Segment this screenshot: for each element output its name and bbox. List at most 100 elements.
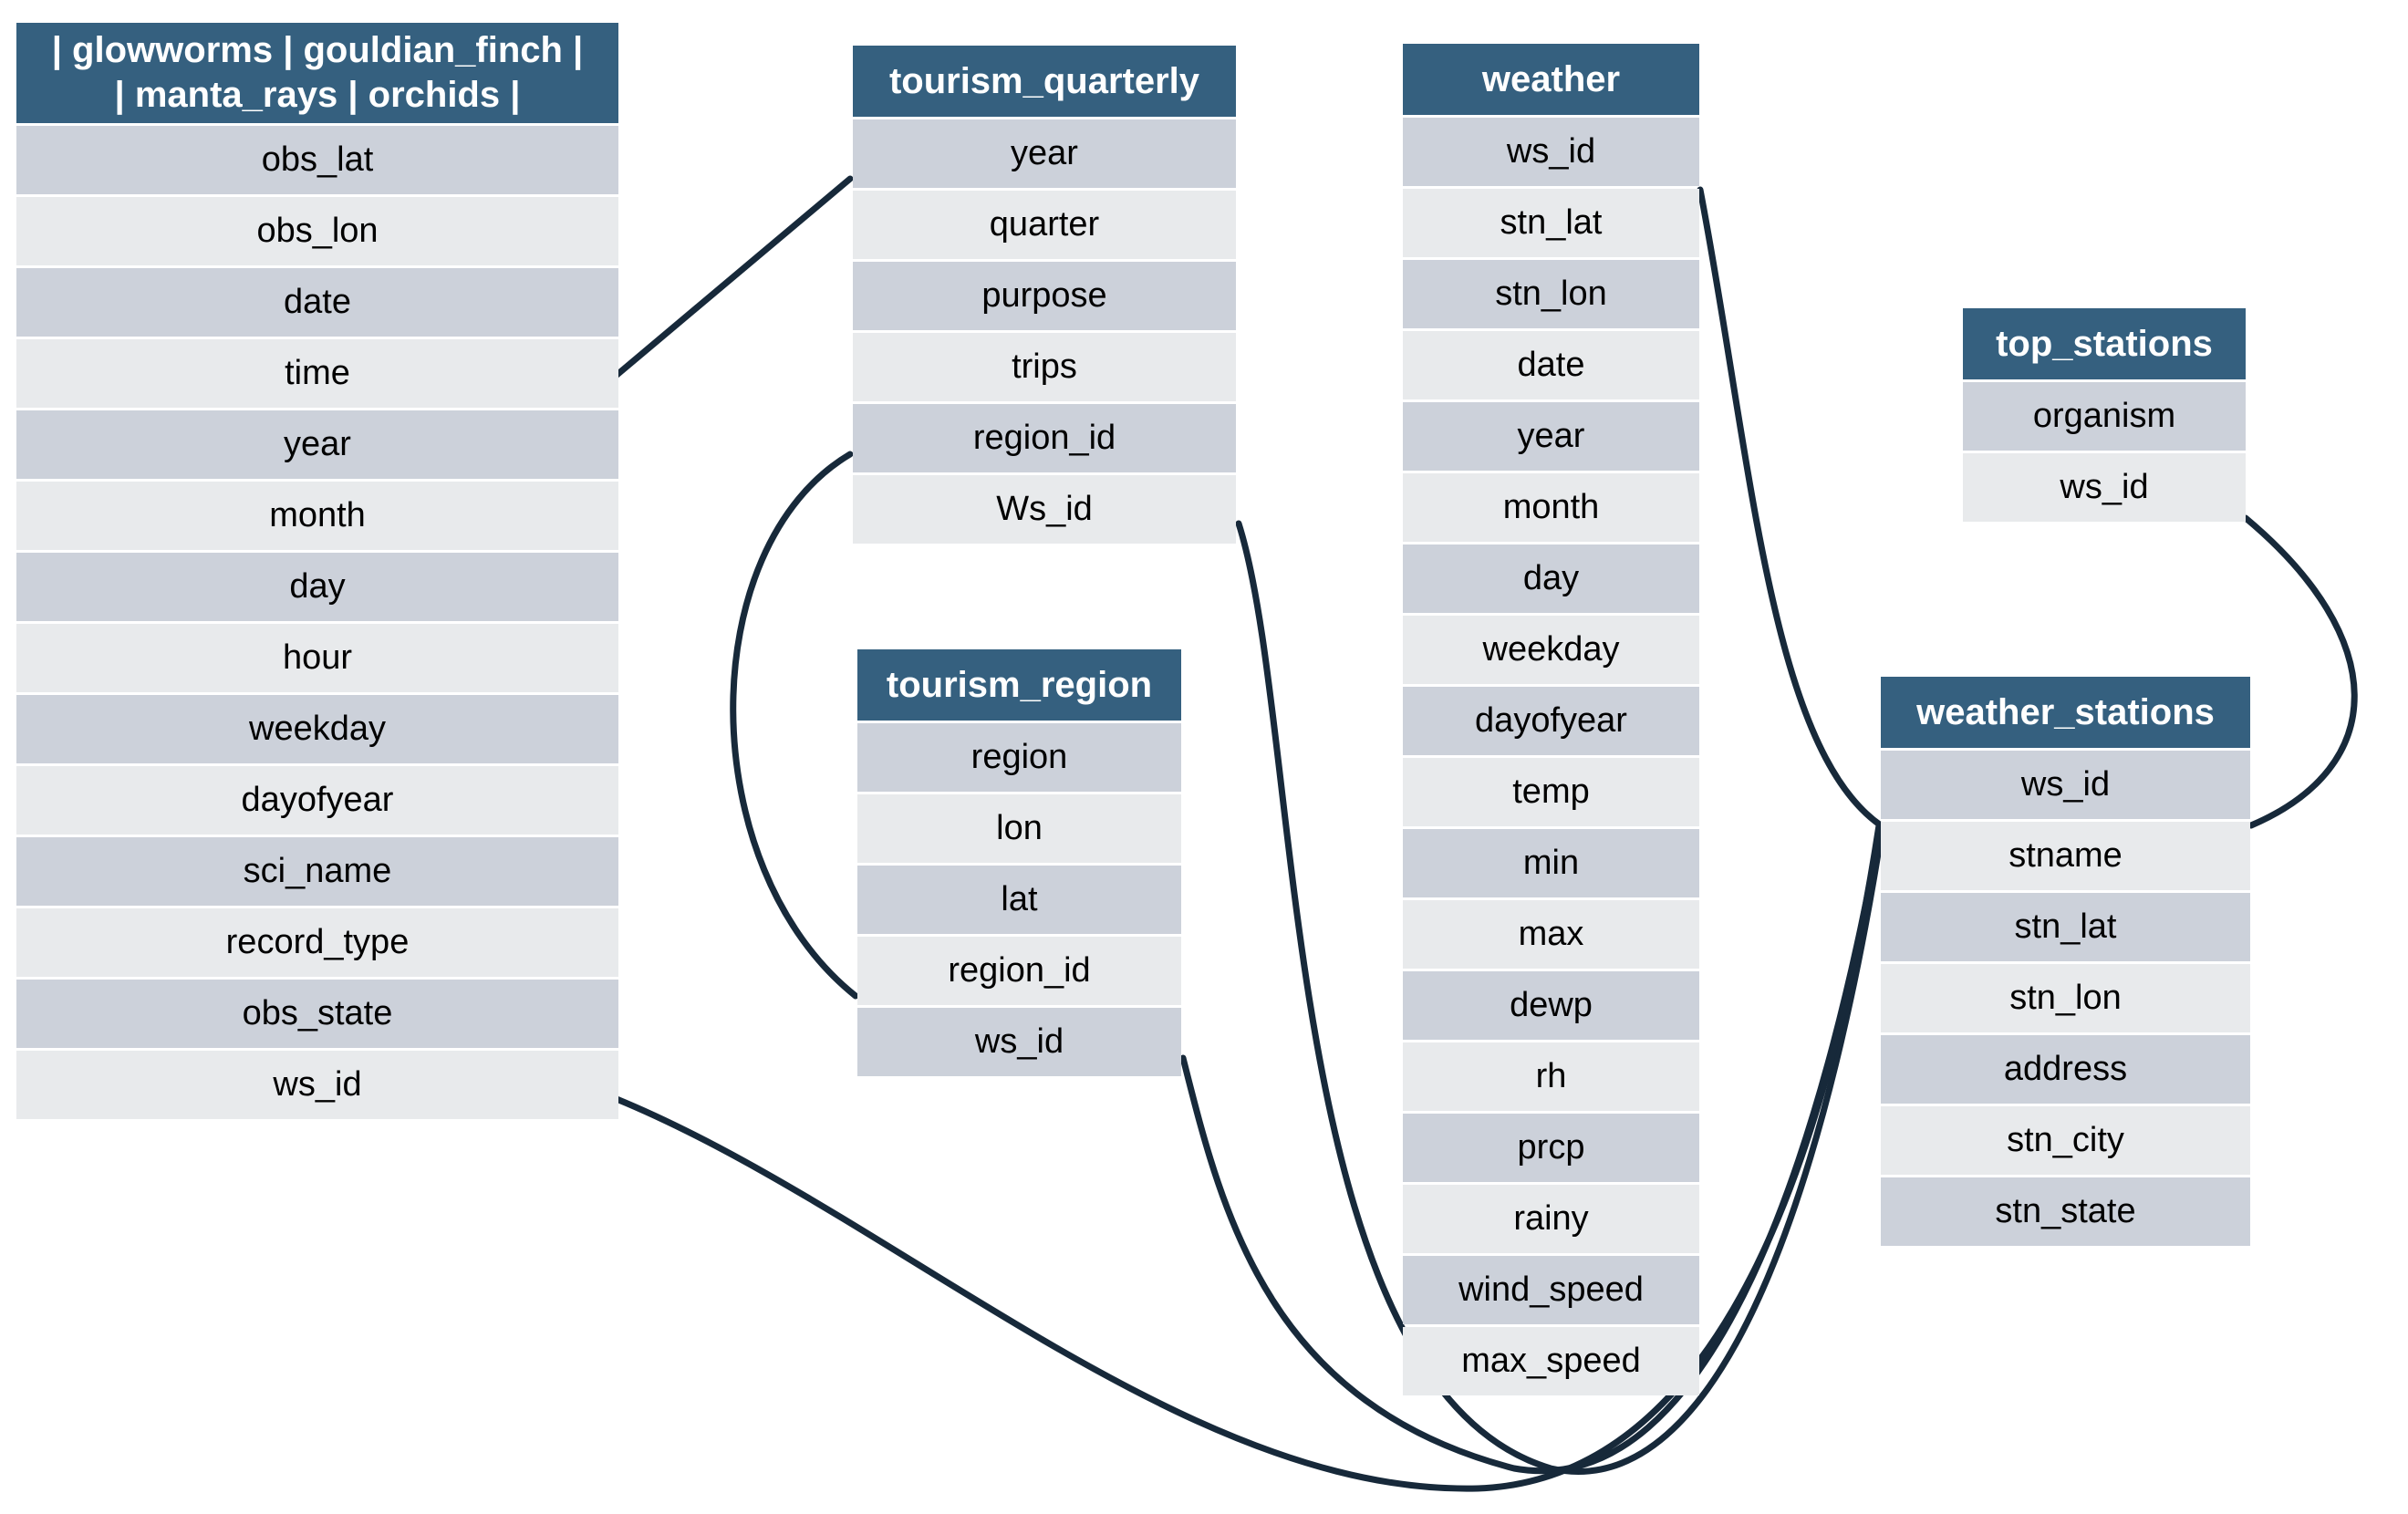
field-row[interactable]: Ws_id [853,475,1236,544]
field-label: dewp [1510,986,1593,1024]
field-row[interactable]: ws_id [857,1008,1181,1076]
field-row[interactable]: time [16,339,618,408]
field-row[interactable]: max [1403,900,1699,969]
field-row[interactable]: dayofyear [16,766,618,835]
field-row[interactable]: stn_lon [1881,964,2250,1032]
field-row[interactable]: stname [1881,822,2250,890]
field-row[interactable]: wind_speed [1403,1256,1699,1324]
field-label: weekday [1482,630,1620,669]
field-row[interactable]: day [16,553,618,621]
field-row[interactable]: rh [1403,1042,1699,1111]
table-header-observations: | glowworms | gouldian_finch || manta_ra… [16,23,618,123]
field-row[interactable]: year [16,410,618,479]
field-row[interactable]: ws_id [16,1051,618,1119]
field-row[interactable]: lon [857,794,1181,863]
field-label: stn_city [2007,1121,2124,1159]
field-row[interactable]: date [16,268,618,337]
table-title-line-2: | manta_rays | orchids | [114,75,521,115]
table-title-line-1: | glowworms | gouldian_finch | [51,30,584,71]
field-label: obs_lat [261,140,374,179]
field-row[interactable]: temp [1403,758,1699,826]
field-row[interactable]: quarter [853,191,1236,259]
field-row[interactable]: weekday [1403,616,1699,684]
field-label: rh [1535,1057,1567,1095]
table-top_stations[interactable]: top_stations organism ws_id [1963,308,2246,522]
field-row[interactable]: dayofyear [1403,687,1699,755]
field-row[interactable]: organism [1963,382,2246,451]
field-row[interactable]: ws_id [1963,453,2246,522]
field-label: month [269,496,366,534]
field-row[interactable]: trips [853,333,1236,401]
field-label: min [1522,844,1580,882]
field-row[interactable]: month [1403,473,1699,542]
table-title: tourism_quarterly [888,60,1200,101]
field-label: address [2003,1050,2128,1088]
field-row[interactable]: hour [16,624,618,692]
field-row[interactable]: max_speed [1403,1327,1699,1395]
field-label: stn_lat [1500,203,1603,242]
field-label: weekday [249,710,386,748]
field-label: ws_id [273,1065,362,1104]
field-label: region_id [972,419,1116,457]
field-row[interactable]: stn_lat [1403,189,1699,257]
field-row[interactable]: stn_city [1881,1106,2250,1175]
field-row[interactable]: obs_lon [16,197,618,265]
field-label: dayofyear [1475,701,1627,740]
table-header-weather_stations: weather_stations [1881,677,2250,748]
field-row[interactable]: stn_lat [1881,893,2250,961]
field-row[interactable]: year [853,119,1236,188]
field-row[interactable]: stn_state [1881,1177,2250,1246]
table-title: tourism_region [886,664,1153,705]
field-label: lon [996,809,1043,847]
table-observations[interactable]: | glowworms | gouldian_finch || manta_ra… [16,23,618,1119]
field-row[interactable]: stn_lon [1403,260,1699,328]
field-row[interactable]: prcp [1403,1114,1699,1182]
field-row[interactable]: year [1403,402,1699,471]
field-label: organism [2032,397,2176,435]
field-label: quarter [989,205,1100,244]
field-label: time [285,354,350,392]
field-label: max_speed [1461,1342,1641,1380]
field-row[interactable]: lat [857,866,1181,934]
field-row[interactable]: day [1403,544,1699,613]
field-row[interactable]: min [1403,829,1699,897]
field-row[interactable]: region [857,723,1181,792]
field-row[interactable]: record_type [16,908,618,977]
relationship-connector [730,451,859,1000]
field-row[interactable]: obs_lat [16,126,618,194]
field-label: temp [1512,773,1590,811]
field-label: year [284,425,351,463]
field-row[interactable]: dewp [1403,971,1699,1040]
field-row[interactable]: purpose [853,262,1236,330]
field-row[interactable]: sci_name [16,837,618,906]
field-label: day [1522,559,1580,597]
relationship-connector [1697,186,1884,829]
field-row[interactable]: rainy [1403,1185,1699,1253]
field-row[interactable]: ws_id [1881,751,2250,819]
field-label: date [284,283,351,321]
field-label: lat [1001,880,1038,918]
field-row[interactable]: region_id [853,404,1236,472]
field-row[interactable]: obs_state [16,980,618,1048]
field-label: purpose [981,276,1107,315]
field-row[interactable]: region_id [857,937,1181,1005]
field-label: month [1502,488,1600,526]
field-row[interactable]: weekday [16,695,618,763]
field-row[interactable]: address [1881,1035,2250,1104]
field-label: day [289,567,346,606]
field-row[interactable]: month [16,482,618,550]
table-header-top_stations: top_stations [1963,308,2246,379]
field-label: max [1518,915,1584,953]
field-label: ws_id [974,1022,1064,1061]
field-row[interactable]: ws_id [1403,118,1699,186]
field-label: dayofyear [241,781,394,819]
field-row[interactable]: date [1403,331,1699,399]
table-title: | glowworms | gouldian_finch || manta_ra… [52,28,583,118]
field-label: prcp [1517,1128,1585,1167]
field-label: record_type [225,923,410,961]
field-label: stn_state [1995,1192,2136,1230]
